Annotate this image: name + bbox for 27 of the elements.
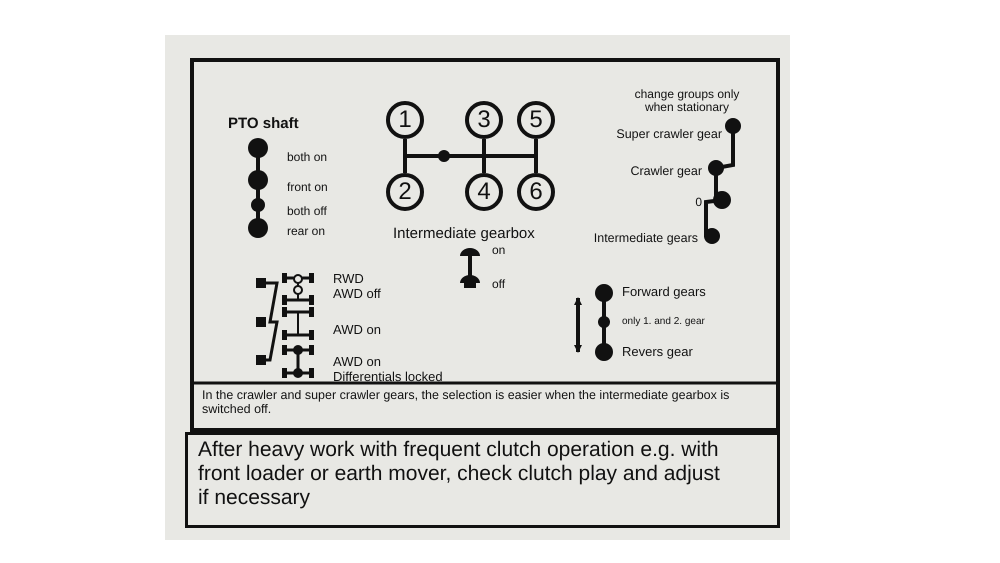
label-text: both on: [287, 151, 328, 164]
label-text: only 1. and 2. gear: [622, 316, 705, 327]
label-text: Intermediate gearbox: [393, 226, 535, 242]
label-text: 0: [695, 196, 702, 210]
warning-panel: [185, 432, 780, 528]
label-text: Intermediate gears: [594, 232, 698, 246]
label-text: Super crawler gear: [616, 128, 722, 142]
notice-text: In the crawler and super crawler gears, the selection is easier when the intermediate gearbox is switched off.: [202, 388, 730, 417]
shift-gate-line: [403, 139, 407, 173]
label-text: Revers gear: [622, 345, 693, 360]
label-text: Differentials locked: [333, 370, 443, 384]
label-text: change groups only when stationary: [634, 88, 740, 114]
shift-gate-line: [534, 139, 538, 173]
label-text: PTO shaft: [228, 116, 299, 132]
label-text: both off: [287, 205, 327, 218]
label-text: AWD off: [333, 287, 381, 302]
shift-gate-line: [482, 139, 486, 173]
label-text: on: [492, 244, 506, 258]
label-text: AWD on: [333, 355, 381, 370]
label-text: RWD: [333, 272, 364, 286]
label-text: off: [492, 278, 506, 292]
label-text: Forward gears: [622, 285, 706, 300]
notice-text: After heavy work with frequent clutch operation e.g. with front loader or earth mover, check clutch play and adjust if necessary: [198, 438, 721, 510]
label-text: AWD on: [333, 323, 381, 338]
label-text: front on: [287, 181, 328, 194]
label-text: rear on: [287, 225, 326, 238]
label-text: Crawler gear: [630, 165, 702, 179]
